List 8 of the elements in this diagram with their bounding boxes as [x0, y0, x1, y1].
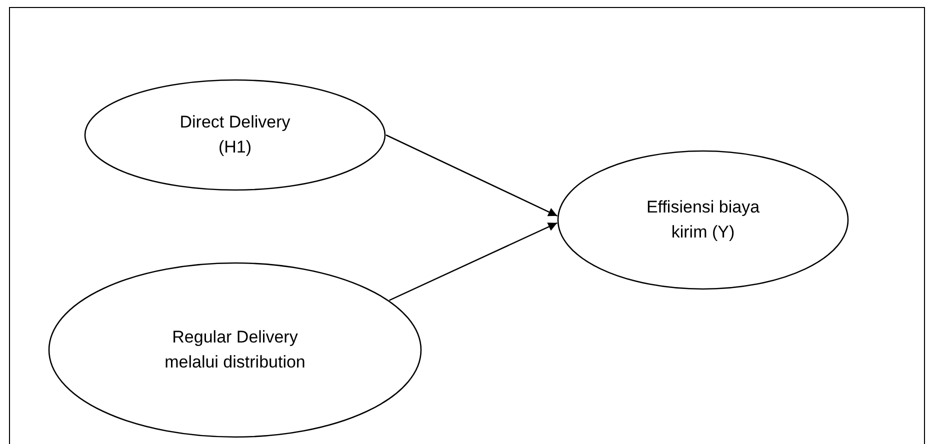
node-label: Direct Delivery (H1) — [178, 111, 292, 158]
arrow — [386, 134, 558, 216]
node-label: Effisiensi biaya kirim (Y) — [645, 196, 761, 243]
arrow — [389, 222, 558, 301]
ellipse-node — [84, 79, 386, 191]
node-label: Regular Delivery melalui distribution — [164, 326, 306, 373]
ellipse-node — [557, 150, 849, 290]
ellipse-node — [48, 262, 422, 438]
